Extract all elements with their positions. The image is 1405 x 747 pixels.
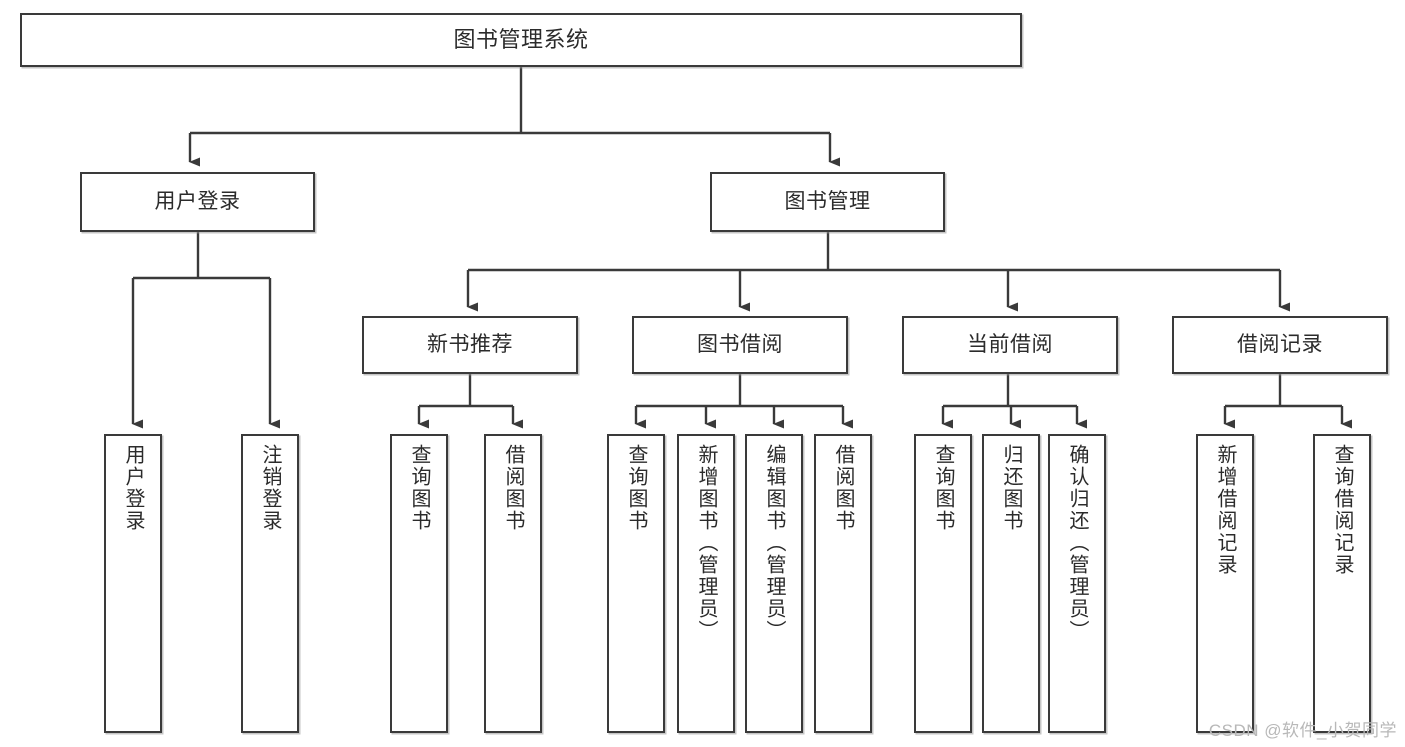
leaf-user-login-login[interactable]: 用户登录 bbox=[104, 434, 162, 733]
leaf-user-login-logout[interactable]: 注销登录 bbox=[241, 434, 299, 733]
node-label: 编辑图书（管理员） bbox=[763, 444, 785, 642]
node-label: 确认归还（管理员） bbox=[1066, 444, 1088, 642]
node-label: 查询图书 bbox=[408, 444, 430, 532]
node-label: 图书借阅 bbox=[697, 332, 783, 356]
leaf-current-borrow-return-books[interactable]: 归还图书 bbox=[982, 434, 1040, 733]
leaf-book-borrow-add-book-admin[interactable]: 新增图书（管理员） bbox=[677, 434, 735, 733]
node-label: 新增图书（管理员） bbox=[695, 444, 717, 642]
leaf-borrow-record-query-record[interactable]: 查询借阅记录 bbox=[1313, 434, 1371, 733]
node-label: 图书管理 bbox=[784, 189, 871, 213]
node-root-book-management-system[interactable]: 图书管理系统 bbox=[20, 13, 1022, 67]
leaf-current-borrow-query-books[interactable]: 查询图书 bbox=[914, 434, 972, 733]
node-new-book-recommendation[interactable]: 新书推荐 bbox=[362, 316, 578, 374]
node-label: 用户登录 bbox=[154, 189, 241, 213]
leaf-book-borrow-edit-book-admin[interactable]: 编辑图书（管理员） bbox=[745, 434, 803, 733]
node-book-borrowing[interactable]: 图书借阅 bbox=[632, 316, 848, 374]
leaf-new-book-borrow-books[interactable]: 借阅图书 bbox=[484, 434, 542, 733]
node-book-management[interactable]: 图书管理 bbox=[710, 172, 945, 232]
node-label: 借阅图书 bbox=[502, 444, 524, 532]
node-label: 当前借阅 bbox=[967, 332, 1053, 356]
node-label: 归还图书 bbox=[1000, 444, 1022, 532]
node-label: 新增借阅记录 bbox=[1214, 444, 1236, 576]
node-label: 查询借阅记录 bbox=[1331, 444, 1353, 576]
watermark-text: CSDN @软件_小贺同学 bbox=[1208, 721, 1397, 740]
node-label: 查询图书 bbox=[932, 444, 954, 532]
node-current-borrowing[interactable]: 当前借阅 bbox=[902, 316, 1118, 374]
node-label: 借阅记录 bbox=[1237, 332, 1323, 356]
node-label: 新书推荐 bbox=[427, 332, 513, 356]
node-borrowing-record[interactable]: 借阅记录 bbox=[1172, 316, 1388, 374]
leaf-borrow-record-add-record[interactable]: 新增借阅记录 bbox=[1196, 434, 1254, 733]
node-label: 图书管理系统 bbox=[453, 27, 589, 53]
node-label: 借阅图书 bbox=[832, 444, 854, 532]
node-label: 用户登录 bbox=[122, 444, 144, 532]
leaf-new-book-query-books[interactable]: 查询图书 bbox=[390, 434, 448, 733]
leaf-book-borrow-query-books[interactable]: 查询图书 bbox=[607, 434, 665, 733]
node-label: 注销登录 bbox=[259, 444, 281, 532]
node-label: 查询图书 bbox=[625, 444, 647, 532]
node-user-login[interactable]: 用户登录 bbox=[80, 172, 315, 232]
leaf-book-borrow-borrow-books[interactable]: 借阅图书 bbox=[814, 434, 872, 733]
leaf-current-borrow-confirm-return-admin[interactable]: 确认归还（管理员） bbox=[1048, 434, 1106, 733]
